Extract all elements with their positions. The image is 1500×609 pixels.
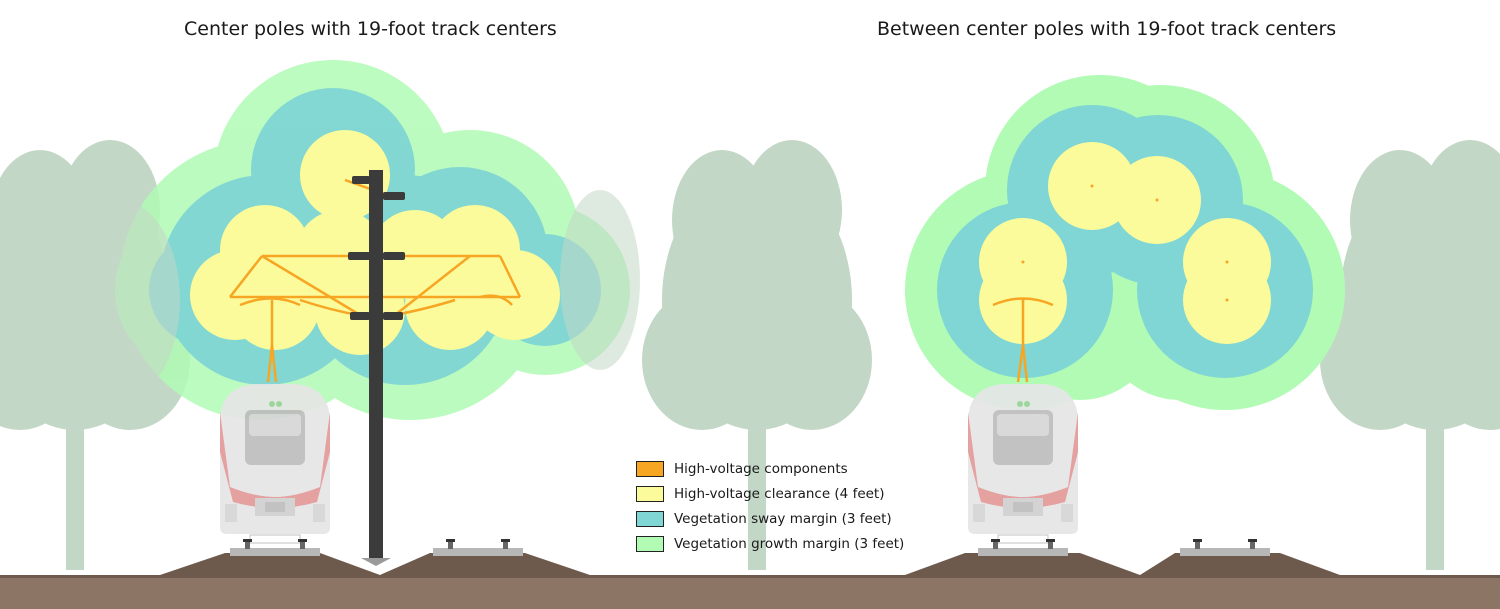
right-train: [967, 383, 1079, 544]
left-diagram-title: Center poles with 19-foot track centers: [184, 18, 557, 40]
legend-item: High-voltage components: [636, 456, 904, 481]
legend-label: Vegetation sway margin (3 feet): [674, 510, 892, 527]
right-clearance-zone: [905, 75, 1345, 410]
left-insulators: [348, 176, 405, 320]
pole-base: [361, 558, 391, 566]
legend-swatch-high-voltage-components: [636, 460, 664, 477]
legend-label: High-voltage clearance (4 feet): [674, 485, 885, 502]
legend-swatch-vegetation-sway-margin: [636, 510, 664, 527]
legend-item: High-voltage clearance (4 feet): [636, 481, 904, 506]
legend-item: Vegetation growth margin (3 feet): [636, 531, 904, 556]
legend-label: High-voltage components: [674, 460, 848, 477]
legend-swatch-vegetation-growth-margin: [636, 535, 664, 552]
left-train: [219, 383, 331, 544]
tree-far-right: [1320, 140, 1500, 570]
legend: High-voltage components High-voltage cle…: [636, 456, 904, 556]
legend-label: Vegetation growth margin (3 feet): [674, 535, 905, 552]
legend-swatch-high-voltage-clearance: [636, 485, 664, 502]
center-pole: [369, 170, 383, 560]
legend-item: Vegetation sway margin (3 feet): [636, 506, 904, 531]
ground: [0, 553, 1500, 609]
right-diagram-title: Between center poles with 19-foot track …: [877, 18, 1337, 40]
right-pantograph: [992, 297, 1054, 383]
left-hv-clearance: [190, 130, 560, 355]
left-clearance-zone: [115, 60, 630, 420]
tree-left-overlay: [60, 190, 640, 400]
